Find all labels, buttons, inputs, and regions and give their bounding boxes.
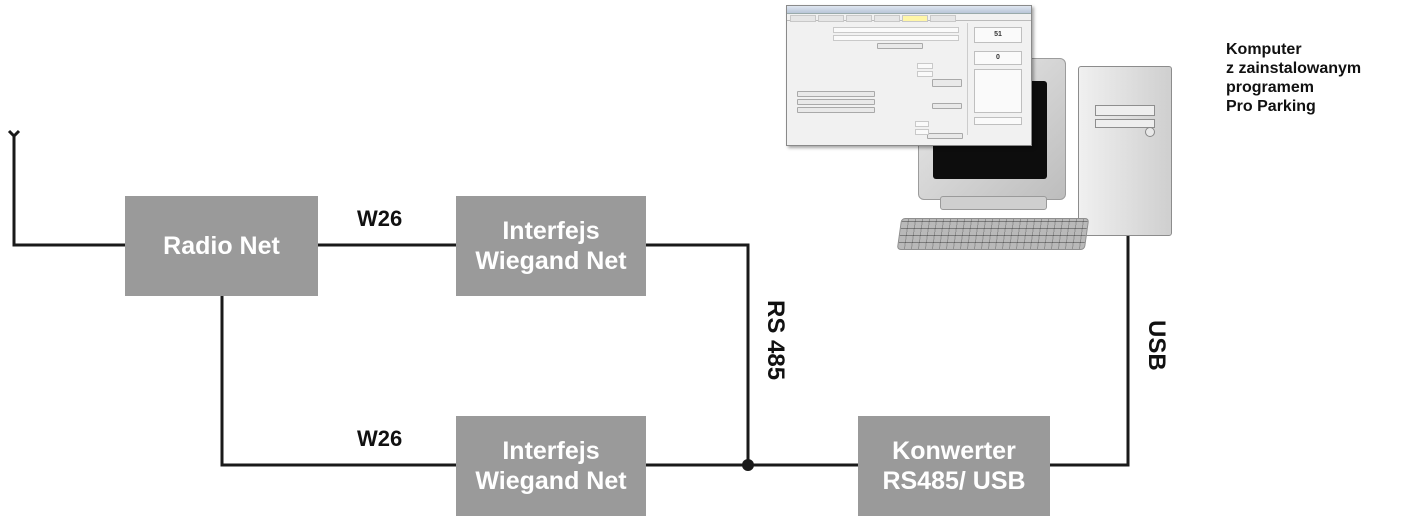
w26-bottom-line xyxy=(220,296,456,467)
interfejs-wiegand-top-box: Interfejs Wiegand Net xyxy=(456,196,646,296)
interfejs-bottom-line2: Wiegand Net xyxy=(475,467,627,495)
computer-caption: Komputer z zainstalowanym programem Pro … xyxy=(1226,40,1361,116)
pro-parking-app-window: 51 0 xyxy=(786,5,1032,146)
app-window-sidebar: 51 0 xyxy=(967,23,1026,135)
app-window-body: 51 0 xyxy=(787,21,1031,141)
antenna-line xyxy=(12,134,125,247)
optical-drive-icon xyxy=(1095,105,1155,116)
pc-tower-icon xyxy=(1078,66,1172,236)
interfejs-top-line1: Interfejs xyxy=(502,217,600,245)
radio-net-label: Radio Net xyxy=(163,232,280,260)
interfejs-wiegand-bottom-box: Interfejs Wiegand Net xyxy=(456,416,646,516)
caption-line3: programem xyxy=(1226,79,1315,96)
monitor-base-icon xyxy=(940,196,1047,210)
usb-line xyxy=(1050,232,1130,467)
interfejs-bottom-line1: Interfejs xyxy=(502,437,600,465)
caption-line4: Pro Parking xyxy=(1226,98,1316,115)
caption-line1: Komputer xyxy=(1226,41,1302,58)
bus-junction-dot xyxy=(742,459,754,471)
usb-label: USB xyxy=(1143,320,1170,371)
app-window-tabs xyxy=(787,14,1031,22)
konwerter-line1: Konwerter xyxy=(892,437,1016,465)
w26-bottom-label: W26 xyxy=(357,426,403,451)
antenna-tip xyxy=(7,129,21,139)
w26-top-label: W26 xyxy=(357,206,403,231)
power-button-icon xyxy=(1145,127,1155,137)
floppy-drive-icon xyxy=(1095,119,1155,128)
rs485-label: RS 485 xyxy=(762,300,789,381)
app-window-titlebar xyxy=(787,6,1031,14)
interfejs-top-line2: Wiegand Net xyxy=(475,247,627,275)
konwerter-line2: RS485/ USB xyxy=(882,467,1026,495)
konwerter-box: Konwerter RS485/ USB xyxy=(858,416,1050,516)
app-counter-top: 51 xyxy=(994,31,1002,38)
app-counter-bottom: 0 xyxy=(996,54,1000,61)
caption-line2: z zainstalowanym xyxy=(1226,60,1362,77)
rs485-bus-top xyxy=(646,243,750,465)
radio-net-box: Radio Net xyxy=(125,196,318,296)
keyboard-icon xyxy=(896,218,1090,250)
